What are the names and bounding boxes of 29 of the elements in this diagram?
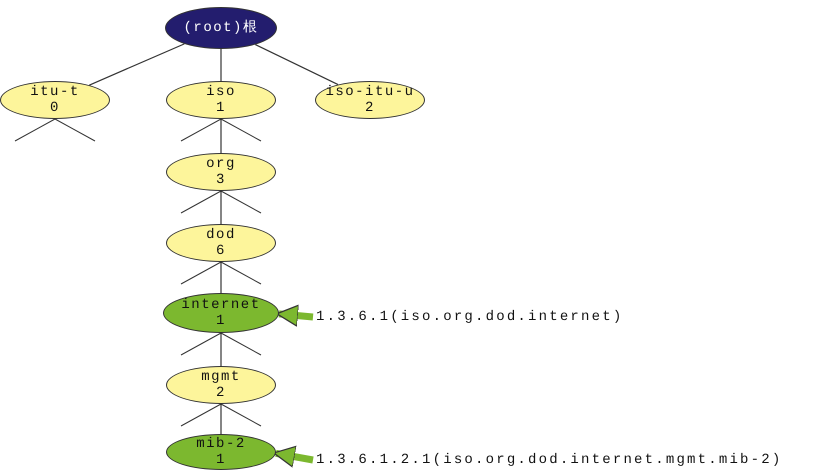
- node-label: mib-2: [196, 436, 246, 452]
- connector-line: [220, 191, 222, 224]
- tree-node-ellipse: [0, 81, 110, 119]
- connector-line: [220, 262, 222, 293]
- node-label: 1: [216, 100, 226, 116]
- node-label: iso-itu-u: [325, 84, 415, 100]
- arrow: [273, 446, 314, 468]
- node-label: 6: [216, 243, 226, 259]
- node-label: itu-t: [30, 84, 80, 100]
- node-label: mgmt: [201, 369, 241, 385]
- node-label: 2: [216, 385, 226, 401]
- connector-line: [89, 43, 185, 86]
- node-label: (root)根: [184, 20, 258, 36]
- connector-line: [220, 404, 222, 434]
- node-label: dod: [206, 227, 236, 243]
- node-label: iso: [206, 84, 236, 100]
- node-label: 1: [216, 313, 226, 329]
- node-label: 1: [216, 452, 226, 468]
- node-label: org: [206, 156, 236, 172]
- node-label: 2: [365, 100, 375, 116]
- oid-label: 1.3.6.1.2.1(iso.org.dod.internet.mgmt.mib-2): [316, 450, 782, 470]
- node-label: 0: [50, 100, 60, 116]
- oid-label: 1.3.6.1(iso.org.dod.internet): [316, 307, 624, 327]
- connector-line: [220, 119, 222, 153]
- node-label: 3: [216, 172, 226, 188]
- connector-line: [255, 44, 338, 86]
- connector-line: [220, 49, 222, 81]
- node-label: internet: [181, 297, 261, 313]
- connector-line: [220, 333, 222, 366]
